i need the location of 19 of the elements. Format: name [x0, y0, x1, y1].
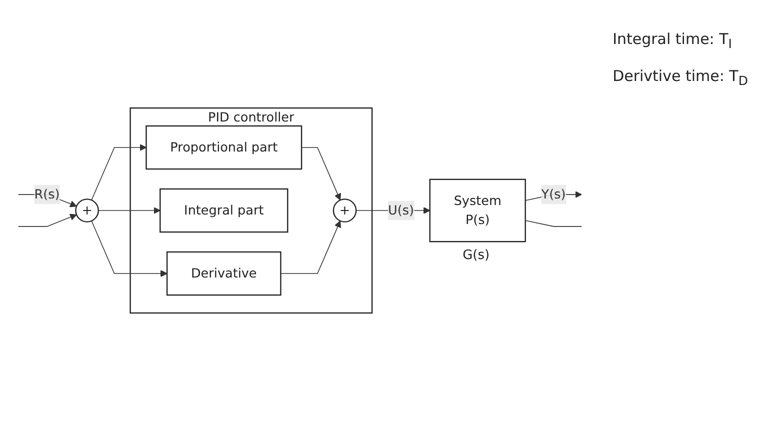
node-box: System P(s) [429, 178, 526, 242]
node-circle: + [75, 198, 99, 222]
edge-label: U(s) [388, 202, 414, 218]
arrow [18, 214, 77, 227]
arrow [91, 220, 168, 278]
connector [524, 220, 582, 227]
caption-text: G(s) [462, 248, 490, 263]
arrow [280, 220, 341, 274]
node-box: Integral part [160, 188, 288, 233]
arrow [301, 147, 341, 200]
edge-label: Y(s) [541, 186, 566, 202]
edge-label: R(s) [34, 186, 60, 202]
arrow [98, 207, 160, 214]
arrow [91, 144, 147, 200]
note-text: Derivtive time: T$_{D}$ [612, 67, 748, 88]
node-box: Derivative [166, 251, 282, 296]
note-text: Integral time: T$_{I}$ [612, 30, 733, 51]
node-circle: + [332, 198, 357, 222]
node-box: Proportional part [146, 125, 302, 170]
